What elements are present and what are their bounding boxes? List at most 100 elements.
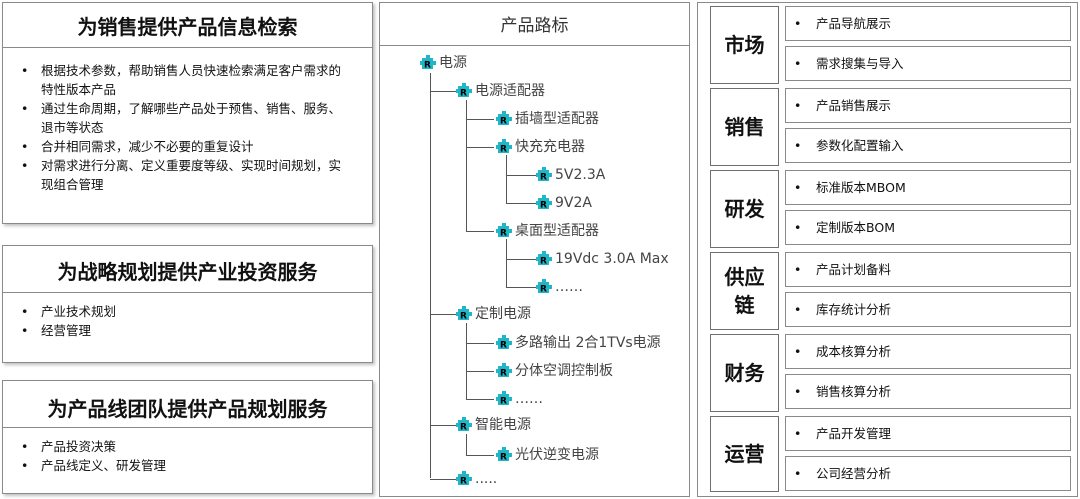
list-item: 产品投资决策 <box>21 437 341 456</box>
svg-text:R: R <box>424 61 431 71</box>
tree-connector <box>466 455 494 456</box>
tree-node-label: 插墙型适配器 <box>515 111 599 127</box>
puzzle-r-icon: R <box>456 83 472 99</box>
tree-connector <box>506 287 536 288</box>
svg-text:R: R <box>500 117 507 127</box>
tree-connector <box>506 239 507 287</box>
dept-item: 销售核算分析 <box>785 374 1071 409</box>
divider <box>3 292 372 293</box>
tree-connector <box>506 259 536 260</box>
svg-text:R: R <box>500 397 507 407</box>
tree-node-label: 5V2.3A <box>555 167 606 183</box>
tree-connector <box>430 91 456 92</box>
tree-node-label: 电源适配器 <box>475 83 545 99</box>
tree-node-label: 桌面型适配器 <box>515 223 599 239</box>
tree-node-label: 多路输出 2合1TVs电源 <box>515 335 661 351</box>
list-item: 根据技术参数，帮助销售人员快速检索满足客户需求的特性版本产品 <box>21 61 341 99</box>
puzzle-r-icon: R <box>456 471 472 487</box>
tree-node-label: …… <box>555 279 583 295</box>
svg-text:R: R <box>460 477 467 487</box>
svg-text:R: R <box>540 285 547 295</box>
tree-node-label: 9V2A <box>555 195 592 211</box>
puzzle-r-icon: R <box>420 55 436 71</box>
tree-node-label: 智能电源 <box>475 417 531 433</box>
tree-connector <box>466 371 494 372</box>
strategy-panel-title: 为战略规划提供产业投资服务 <box>57 260 318 284</box>
tree-connector <box>466 343 494 344</box>
svg-text:R: R <box>540 201 547 211</box>
puzzle-r-icon: R <box>456 417 472 433</box>
puzzle-r-icon: R <box>536 251 552 267</box>
sales-bullet-list: 根据技术参数，帮助销售人员快速检索满足客户需求的特性版本产品 通过生命周期，了解… <box>3 61 341 194</box>
divider <box>3 427 372 428</box>
dept-item: 定制版本BOM <box>785 210 1071 245</box>
tree-node-label: 分体空调控制板 <box>515 363 613 379</box>
puzzle-r-icon: R <box>456 306 472 322</box>
puzzle-r-icon: R <box>496 447 512 463</box>
dept-item: 产品计划备料 <box>785 252 1071 287</box>
productline-bullet-list: 产品投资决策 产品线定义、研发管理 <box>3 437 341 475</box>
tree-title: 产品路标 <box>500 16 569 36</box>
svg-text:R: R <box>500 341 507 351</box>
tree-node-label: 19Vdc 3.0A Max <box>555 251 669 267</box>
puzzle-r-icon: R <box>536 195 552 211</box>
strategy-panel: 为战略规划提供产业投资服务 产业技术规划 经营管理 <box>2 245 373 363</box>
tree-connector <box>466 231 494 232</box>
svg-text:R: R <box>460 89 467 99</box>
tree-node-label: 快充充电器 <box>515 139 585 155</box>
tree-connector <box>430 314 456 315</box>
dept-item: 库存统计分析 <box>785 292 1071 327</box>
dept-supply-chain: 供应 链 <box>710 252 779 330</box>
productline-panel-title: 为产品线团队提供产品规划服务 <box>47 397 328 421</box>
list-item: 经营管理 <box>21 321 341 340</box>
department-panel <box>697 2 1078 497</box>
puzzle-r-icon: R <box>496 111 512 127</box>
puzzle-r-icon: R <box>496 139 512 155</box>
svg-text:R: R <box>500 145 507 155</box>
tree-connector <box>466 147 494 148</box>
svg-text:R: R <box>540 257 547 267</box>
dept-market: 市场 <box>710 6 779 84</box>
svg-text:R: R <box>460 423 467 433</box>
svg-text:R: R <box>500 229 507 239</box>
svg-text:R: R <box>540 173 547 183</box>
dept-finance: 财务 <box>710 334 779 412</box>
tree-node-label: …… <box>515 391 543 407</box>
puzzle-r-icon: R <box>496 391 512 407</box>
tree-connector <box>466 399 494 400</box>
sales-panel: 为销售提供产品信息检索 根据技术参数，帮助销售人员快速检索满足客户需求的特性版本… <box>2 2 373 224</box>
dept-item: 产品开发管理 <box>785 416 1071 451</box>
puzzle-r-icon: R <box>496 363 512 379</box>
tree-connector <box>466 119 494 120</box>
tree-connector <box>466 100 467 231</box>
puzzle-r-icon: R <box>536 167 552 183</box>
dept-item: 需求搜集与导入 <box>785 46 1071 81</box>
product-roadmap-panel: 产品路标 R 电源 R 电源适配器 R 插墙型适配器 R 快充充电器 R 5V2… <box>379 2 690 497</box>
puzzle-r-icon: R <box>496 335 512 351</box>
tree-node-label: 光伏逆变电源 <box>515 447 599 463</box>
tree-connector <box>506 175 536 176</box>
dept-item: 公司经营分析 <box>785 456 1071 491</box>
list-item: 产品线定义、研发管理 <box>21 456 341 475</box>
list-item: 对需求进行分离、定义重要度等级、实现时间规划，实现组合管理 <box>21 156 341 194</box>
tree-node-label: ..... <box>475 471 498 487</box>
tree-node-label: 定制电源 <box>475 306 531 322</box>
productline-panel: 为产品线团队提供产品规划服务 产品投资决策 产品线定义、研发管理 <box>2 380 373 494</box>
dept-rnd: 研发 <box>710 170 779 248</box>
tree-connector <box>506 155 507 203</box>
dept-item: 产品导航展示 <box>785 6 1071 41</box>
svg-text:R: R <box>500 453 507 463</box>
dept-item: 成本核算分析 <box>785 334 1071 369</box>
svg-text:R: R <box>500 369 507 379</box>
tree-connector <box>466 323 467 399</box>
tree-connector <box>506 203 536 204</box>
divider <box>380 45 689 46</box>
divider <box>3 47 372 48</box>
puzzle-r-icon: R <box>536 279 552 295</box>
puzzle-r-icon: R <box>496 223 512 239</box>
dept-item: 参数化配置输入 <box>785 128 1071 163</box>
svg-text:R: R <box>460 312 467 322</box>
list-item: 合并相同需求，减少不必要的重复设计 <box>21 137 341 156</box>
tree-node-label: 电源 <box>439 55 467 71</box>
dept-operations: 运营 <box>710 416 779 492</box>
